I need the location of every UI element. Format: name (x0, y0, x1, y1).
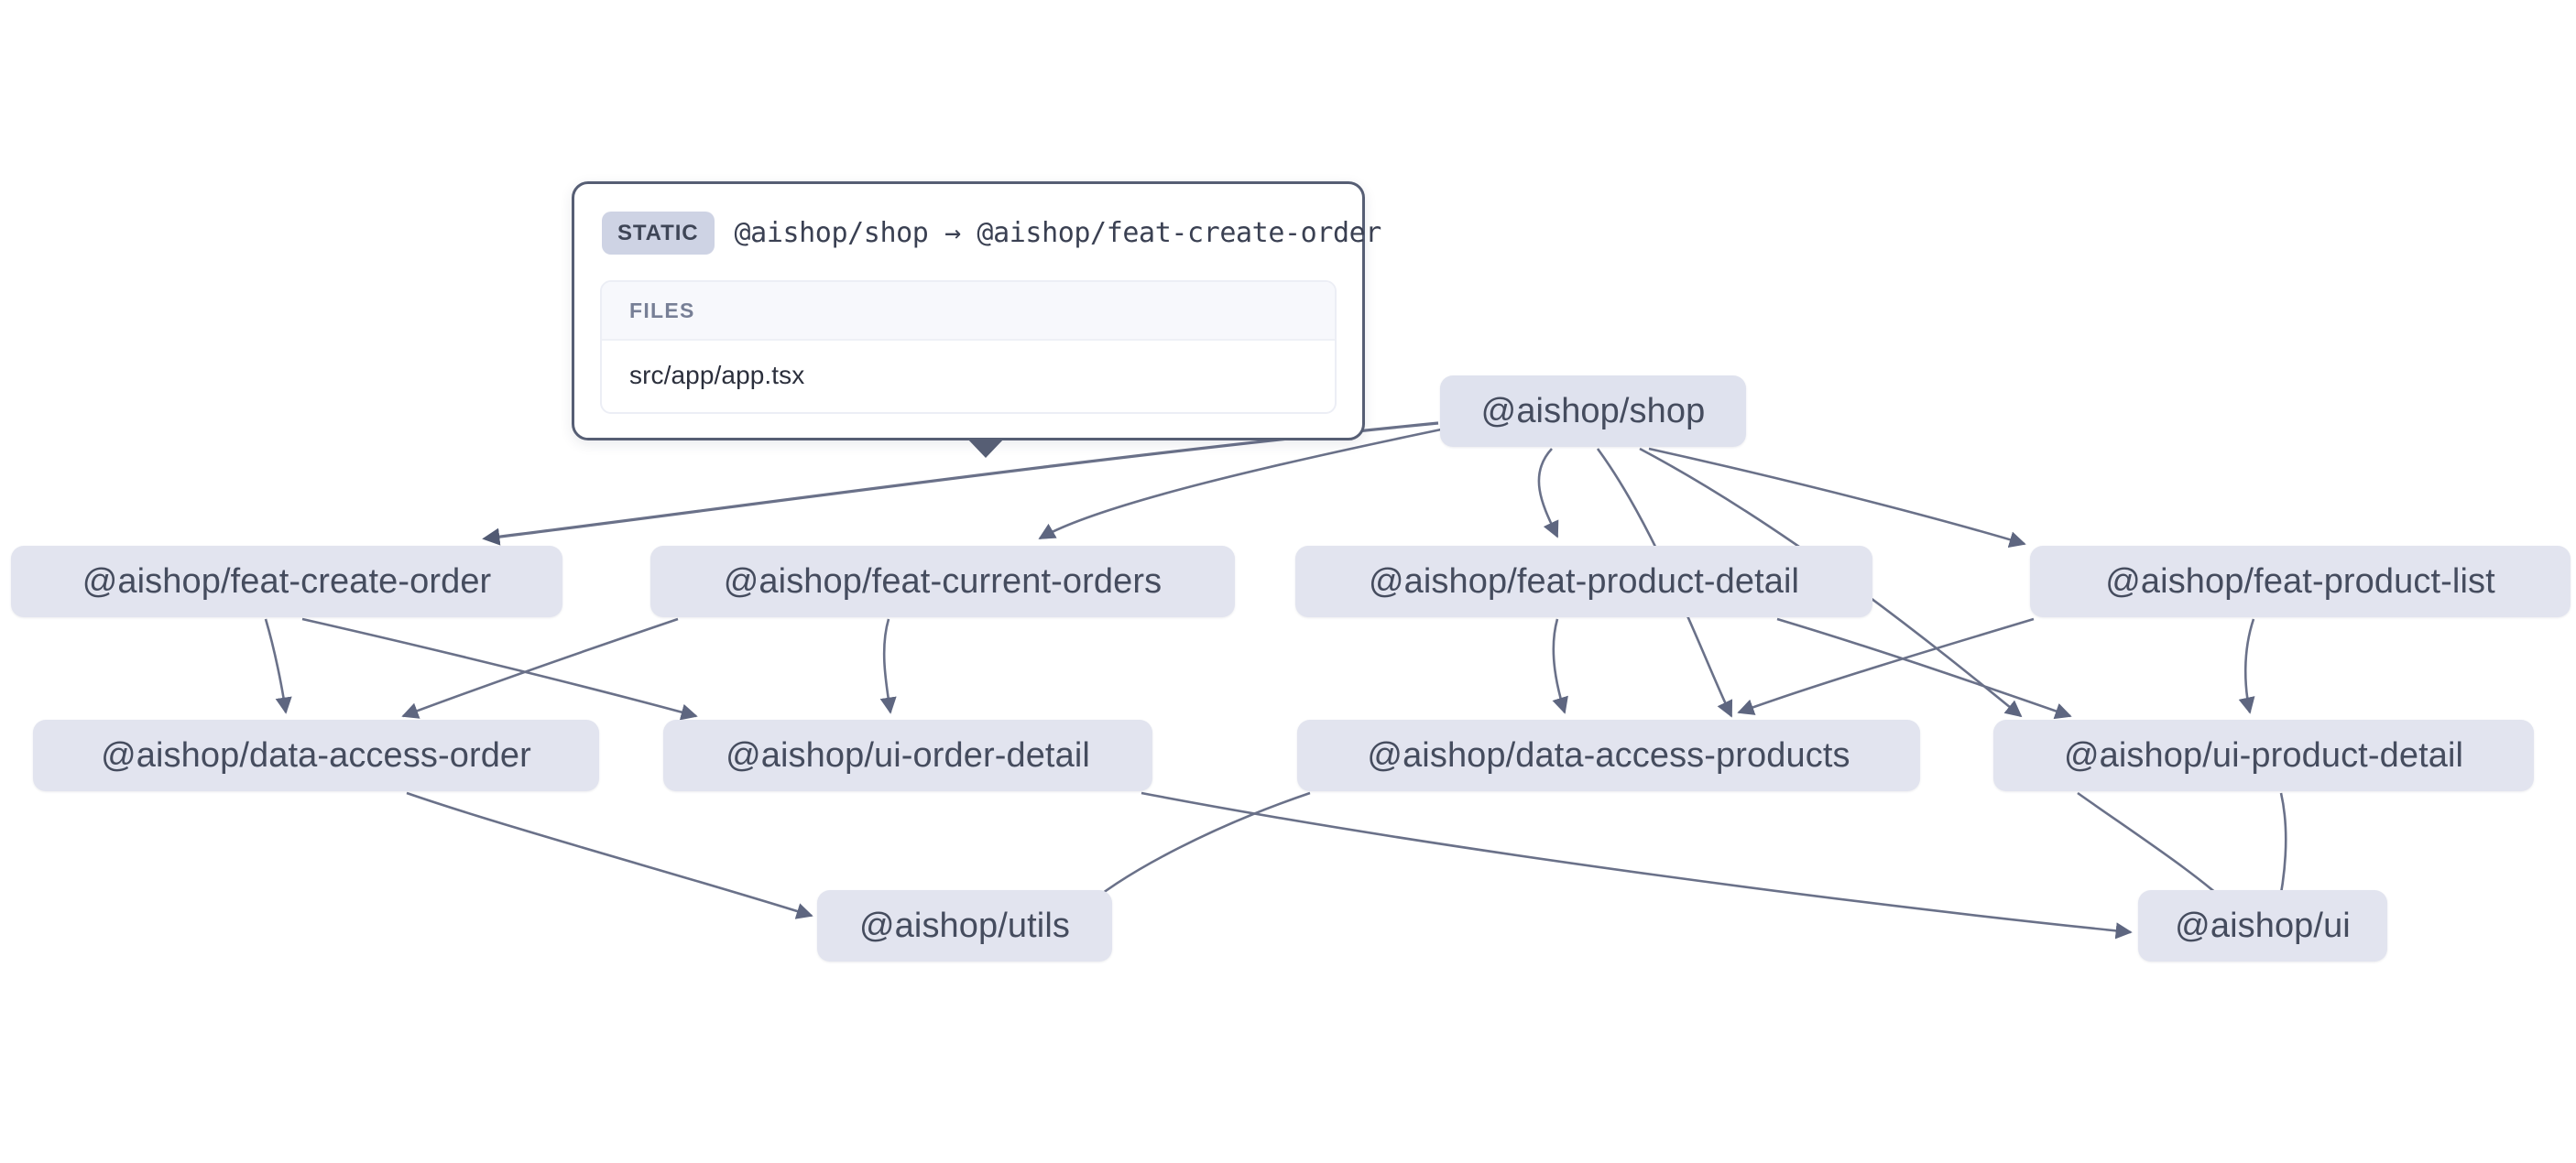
files-panel: FILES src/app/app.tsx (600, 280, 1337, 414)
graph-node-data-access-order[interactable]: @aishop/data-access-order (33, 720, 599, 791)
graph-node-label: @aishop/feat-current-orders (723, 561, 1162, 601)
graph-node-shop[interactable]: @aishop/shop (1440, 375, 1746, 447)
graph-node-ui-product-detail[interactable]: @aishop/ui-product-detail (1993, 720, 2534, 791)
file-row[interactable]: src/app/app.tsx (629, 361, 805, 389)
detail-card-header: STATIC @aishop/shop → @aishop/feat-creat… (600, 208, 1381, 260)
static-badge: STATIC (602, 212, 715, 255)
graph-node-label: @aishop/feat-product-detail (1368, 561, 1800, 601)
detail-card-title: @aishop/shop → @aishop/feat-create-order (734, 217, 1382, 249)
graph-node-ui-order-detail[interactable]: @aishop/ui-order-detail (663, 720, 1152, 791)
edge-detail-card: STATIC @aishop/shop → @aishop/feat-creat… (572, 181, 1381, 458)
graph-edge[interactable] (879, 618, 897, 714)
graph-node-label: @aishop/data-access-products (1367, 735, 1850, 775)
graph-node-label: @aishop/utils (859, 906, 1070, 945)
graph-edge[interactable] (406, 791, 813, 919)
graph-edge[interactable] (301, 617, 698, 721)
graph-edge[interactable] (264, 618, 292, 714)
graph-node-label: @aishop/ui-product-detail (2063, 735, 2464, 775)
files-list: src/app/app.tsx (602, 341, 1335, 412)
graph-node-utils[interactable]: @aishop/utils (817, 890, 1112, 962)
graph-edge[interactable] (1079, 791, 1311, 912)
files-caption: FILES (602, 282, 1335, 341)
tooltip-pointer-icon (966, 438, 1005, 458)
graph-edge[interactable] (1648, 447, 2026, 549)
graph-node-ui[interactable]: @aishop/ui (2138, 890, 2387, 962)
graph-node-feat-product-detail[interactable]: @aishop/feat-product-detail (1295, 546, 1872, 617)
graph-edge[interactable] (401, 617, 679, 719)
graph-edge[interactable] (2238, 618, 2255, 714)
graph-node-feat-create-order[interactable]: @aishop/feat-create-order (11, 546, 562, 617)
graph-node-label: @aishop/data-access-order (101, 735, 531, 775)
graph-node-label: @aishop/ui (2175, 906, 2351, 945)
graph-node-label: @aishop/shop (1480, 391, 1706, 430)
graph-edge[interactable] (1537, 448, 1559, 538)
graph-node-label: @aishop/feat-create-order (82, 561, 492, 601)
graph-node-data-access-products[interactable]: @aishop/data-access-products (1297, 720, 1920, 791)
graph-node-feat-current-orders[interactable]: @aishop/feat-current-orders (650, 546, 1235, 617)
graph-edge[interactable] (1737, 617, 2035, 715)
graph-edge[interactable] (1552, 618, 1568, 714)
graph-node-feat-product-list[interactable]: @aishop/feat-product-list (2030, 546, 2571, 617)
graph-edge[interactable] (1776, 617, 2072, 720)
graph-node-label: @aishop/ui-order-detail (726, 735, 1090, 775)
graph-edge[interactable] (1038, 427, 1446, 540)
graph-edge[interactable] (1141, 791, 2133, 940)
graph-node-label: @aishop/feat-product-list (2105, 561, 2495, 601)
